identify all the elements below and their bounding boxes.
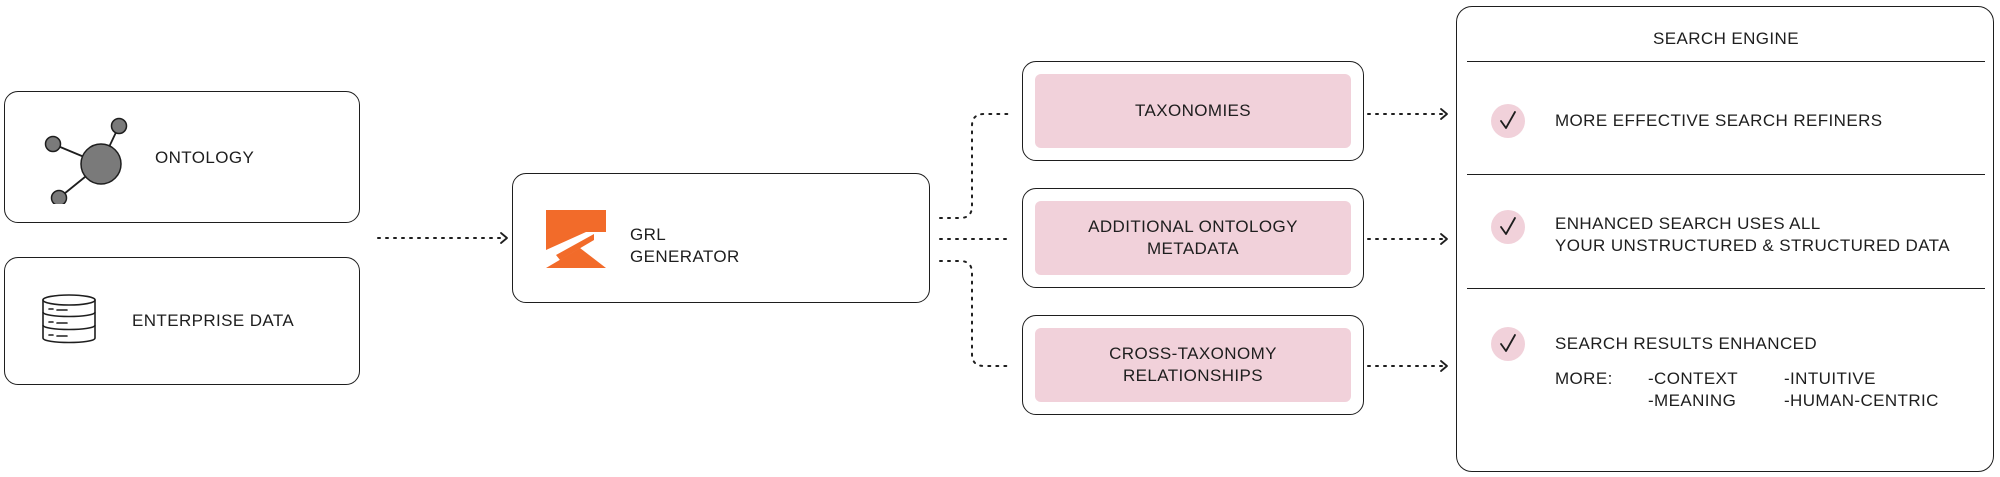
more-meaning: -MEANING	[1648, 391, 1737, 410]
generator-label-line2: GENERATOR	[630, 247, 740, 266]
enhanced-search-text-line2: YOUR UNSTRUCTURED & STRUCTURED DATA	[1555, 236, 1950, 255]
divider-3	[1467, 288, 1985, 289]
search-engine-box: SEARCH ENGINE MORE EFFECTIVE SEARCH REFI…	[1456, 6, 1994, 472]
checkmark-icon	[1500, 111, 1516, 129]
checkmark-icon	[1500, 217, 1516, 235]
more-label: MORE:	[1555, 369, 1613, 388]
cross-taxonomy-relationships-box: CROSS-TAXONOMY RELATIONSHIPS	[1022, 315, 1364, 415]
check-badge-3	[1491, 327, 1525, 361]
additional-ontology-metadata-box: ADDITIONAL ONTOLOGY METADATA	[1022, 188, 1364, 288]
taxonomies-label: TAXONOMIES	[1134, 101, 1252, 120]
search-engine-title: SEARCH ENGINE	[1653, 29, 1799, 48]
enterprise-data-label: ENTERPRISE DATA	[132, 311, 295, 330]
divider-1	[1467, 61, 1985, 62]
grl-generator-box: GRL GENERATOR	[512, 173, 930, 303]
enhanced-search-text-line1: ENHANCED SEARCH USES ALL	[1555, 214, 1821, 233]
database-icon	[42, 294, 96, 344]
generator-label-line1: GRL	[630, 225, 667, 244]
ontology-label: ONTOLOGY	[155, 148, 255, 167]
divider-2	[1467, 174, 1985, 175]
check-badge-1	[1491, 104, 1525, 138]
check-badge-2	[1491, 210, 1525, 244]
search-refiners-text: MORE EFFECTIVE SEARCH REFINERS	[1555, 111, 1883, 130]
checkmark-icon	[1500, 334, 1516, 352]
more-intuitive: -INTUITIVE	[1784, 369, 1876, 388]
cross-taxonomy-label: CROSS-TAXONOMY RELATIONSHIPS	[1109, 344, 1277, 385]
taxonomies-panel: TAXONOMIES	[1035, 74, 1351, 148]
metadata-panel: ADDITIONAL ONTOLOGY METADATA	[1035, 201, 1351, 275]
search-results-text: SEARCH RESULTS ENHANCED	[1555, 334, 1818, 353]
ontology-graph-icon	[44, 117, 128, 204]
ontology-box: ONTOLOGY	[4, 91, 360, 223]
grl-logo-icon	[546, 210, 606, 268]
taxonomies-box: TAXONOMIES	[1022, 61, 1364, 161]
more-human-centric: -HUMAN-CENTRIC	[1784, 391, 1939, 410]
more-context: -CONTEXT	[1648, 369, 1739, 388]
enterprise-data-box: ENTERPRISE DATA	[4, 257, 360, 385]
metadata-label: ADDITIONAL ONTOLOGY METADATA	[1088, 217, 1298, 258]
cross-taxonomy-panel: CROSS-TAXONOMY RELATIONSHIPS	[1035, 328, 1351, 402]
